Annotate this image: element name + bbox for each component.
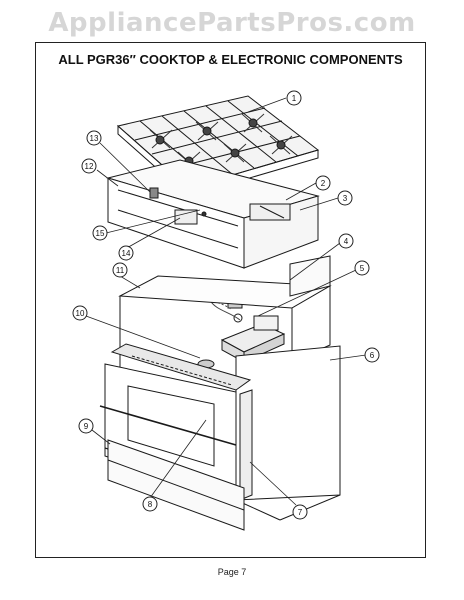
callout-5: 5 xyxy=(354,260,370,276)
callout-15: 15 xyxy=(92,225,108,241)
callout-2: 2 xyxy=(315,175,331,191)
svg-text:5: 5 xyxy=(360,264,365,273)
svg-text:12: 12 xyxy=(85,162,94,171)
callout-3: 3 xyxy=(337,190,353,206)
callout-9: 9 xyxy=(78,418,94,434)
page-number: Page 7 xyxy=(217,567,247,577)
callout-14: 14 xyxy=(118,245,134,261)
svg-text:8: 8 xyxy=(148,500,153,509)
svg-text:15: 15 xyxy=(96,229,105,238)
svg-text:14: 14 xyxy=(122,249,131,258)
callout-13: 13 xyxy=(86,130,102,146)
callout-10: 10 xyxy=(72,305,88,321)
kick-plate xyxy=(107,439,245,531)
svg-text:3: 3 xyxy=(343,194,348,203)
burner-box xyxy=(106,159,320,269)
callout-8: 8 xyxy=(142,496,158,512)
svg-text:6: 6 xyxy=(370,351,375,360)
callout-7: 7 xyxy=(292,504,308,520)
control-panel xyxy=(110,343,252,391)
svg-text:11: 11 xyxy=(116,266,125,275)
svg-text:4: 4 xyxy=(344,237,349,246)
callout-12: 12 xyxy=(81,158,97,174)
svg-text:9: 9 xyxy=(84,422,89,431)
oven-door xyxy=(99,363,253,501)
diagram-frame xyxy=(35,42,426,558)
leader-lines xyxy=(85,97,367,506)
svg-text:13: 13 xyxy=(90,134,99,143)
callout-1: 1 xyxy=(286,90,302,106)
range-body xyxy=(118,255,341,521)
callouts: 1 2 3 4 5 6 7 8 9 10 11 12 13 14 15 xyxy=(72,90,380,520)
svg-text:7: 7 xyxy=(298,508,303,517)
svg-text:1: 1 xyxy=(292,94,297,103)
svg-text:2: 2 xyxy=(321,179,326,188)
diagram-title: ALL PGR36″ COOKTOP & ELECTRONIC COMPONEN… xyxy=(58,52,403,67)
watermark: AppliancePartsPros.com xyxy=(48,8,416,38)
callout-4: 4 xyxy=(338,233,354,249)
callout-11: 11 xyxy=(112,262,128,278)
svg-text:10: 10 xyxy=(76,309,85,318)
callout-6: 6 xyxy=(364,347,380,363)
